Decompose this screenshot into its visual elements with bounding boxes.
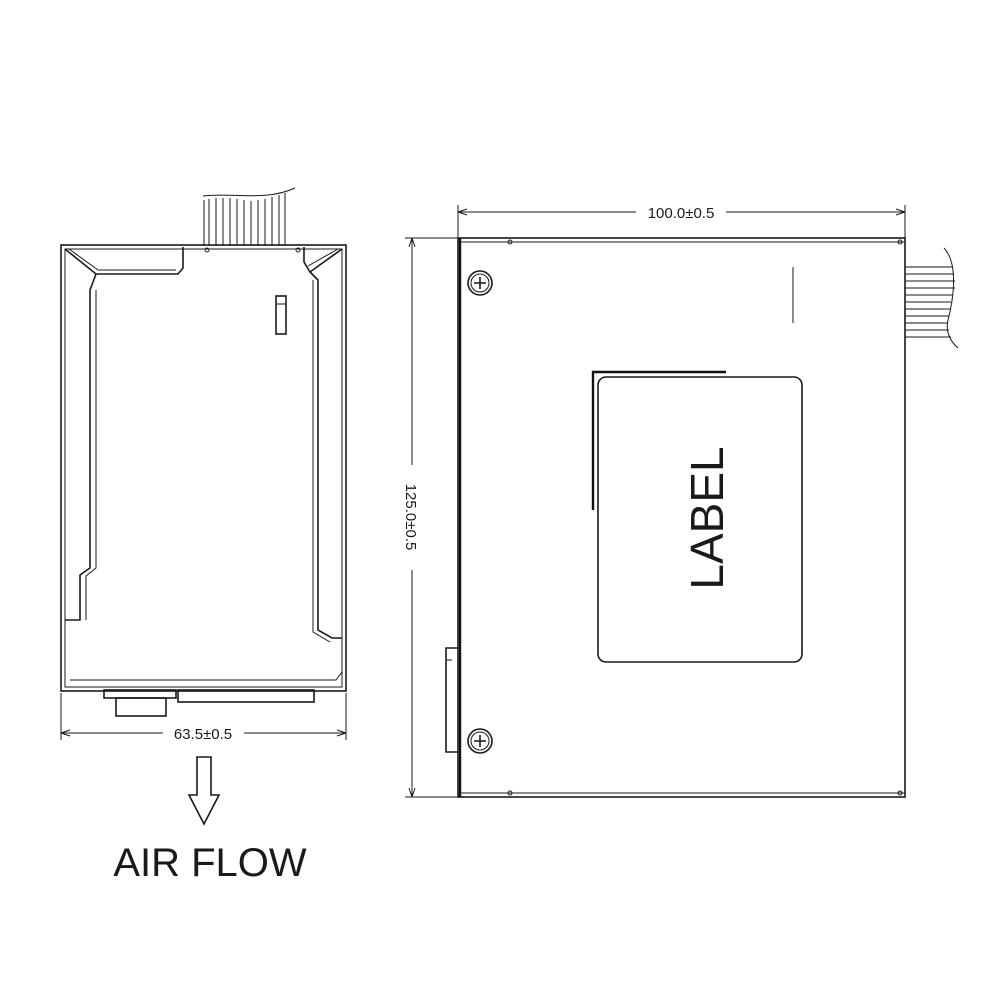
arrow-down-icon (187, 756, 221, 826)
front-view (60, 187, 347, 717)
screw-icon (467, 270, 493, 296)
front-case-outline (60, 244, 347, 692)
side-cable (905, 247, 959, 349)
height-dimension: 125.0±0.5 (402, 237, 458, 798)
length-dimension-text: 100.0±0.5 (648, 205, 715, 222)
width-dimension-text: 63.5±0.5 (174, 726, 232, 743)
front-cable (202, 187, 296, 246)
airflow-text: AIR FLOW (113, 841, 307, 885)
side-clip (445, 647, 458, 753)
length-dimension: 100.0±0.5 (457, 205, 906, 240)
side-view: 100.0±0.5 125.0±0.5 (402, 205, 959, 798)
screw-icon (467, 728, 493, 754)
label-area (597, 376, 803, 663)
width-dimension: 63.5±0.5 (60, 693, 347, 743)
front-slot (275, 295, 287, 335)
side-case-outline (457, 237, 906, 798)
label-text: LABEL (681, 446, 733, 589)
front-connector-right (177, 689, 315, 703)
height-dimension-text: 125.0±0.5 (402, 484, 419, 551)
